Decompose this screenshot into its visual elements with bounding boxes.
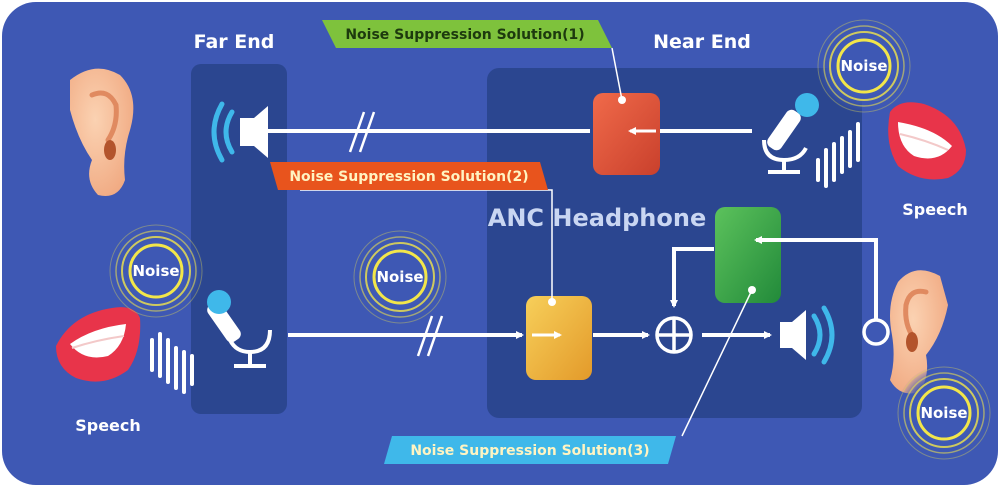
lower-break-marks: [416, 315, 444, 357]
solution3-block: [715, 207, 781, 303]
solution3-leader-dot: [748, 286, 756, 294]
green-to-sum-line: [670, 247, 714, 308]
solution3-tag: Noise Suppression Solution(3): [410, 443, 649, 459]
far-end-mouth-icon: [56, 307, 141, 382]
near-end-speech-waves: [816, 122, 860, 188]
noise-badge-far-end: Noise: [108, 223, 204, 319]
solution1-tag: Noise Suppression Solution(1): [345, 27, 584, 43]
solution3-leader: [681, 289, 753, 437]
speech-label-far-end: Speech: [75, 416, 141, 435]
feedback-mic-icon: [862, 318, 890, 346]
speech-label-near-end: Speech: [902, 200, 968, 219]
far-end-ear-icon: [70, 68, 134, 196]
solution2-block: [526, 296, 592, 380]
far-end-microphone-icon: [207, 290, 272, 368]
solution2-tag-bg: [270, 162, 548, 190]
noise-label-4: Noise: [920, 404, 967, 422]
upper-break-marks: [348, 111, 376, 153]
solution1-leader-dot: [618, 96, 626, 104]
solution1-block: [593, 93, 660, 175]
near-end-ear-icon: [890, 270, 948, 394]
noise-badge-channel: Noise: [352, 229, 448, 325]
near-end-mouth-icon: [888, 102, 966, 180]
solution2-leader-dot: [548, 298, 556, 306]
far-end-panel: [191, 64, 287, 414]
headphone-speaker-icon: [780, 305, 835, 365]
far-end-speaker-icon: [211, 101, 268, 163]
far-end-label: Far End: [194, 31, 275, 53]
noise-badge-near-end: Noise: [816, 18, 912, 114]
solution3-tag-bg: [384, 436, 676, 464]
far-end-speech-waves: [150, 332, 194, 394]
solution1-leader: [611, 47, 623, 101]
solution1-tag-bg: [322, 20, 612, 48]
noise-badge-headphone: Noise: [896, 365, 992, 461]
noise-label-2: Noise: [132, 262, 179, 280]
feedback-loop-line: [754, 236, 878, 320]
noise-label-1: Noise: [840, 57, 887, 75]
near-end-microphone-icon: [762, 93, 819, 174]
near-end-label: Near End: [653, 31, 751, 53]
anc-headphone-label: ANC Headphone: [488, 204, 706, 232]
noise-label-3: Noise: [376, 268, 423, 286]
solution2-tag: Noise Suppression Solution(2): [289, 169, 528, 185]
summing-junction-icon: [655, 316, 693, 354]
